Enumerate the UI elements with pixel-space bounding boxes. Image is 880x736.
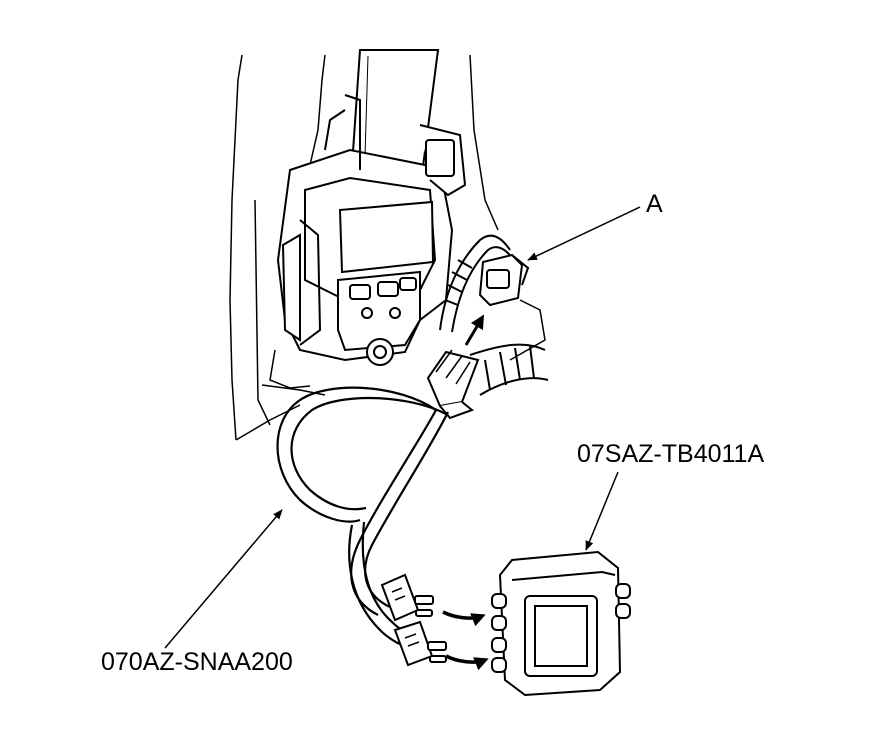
vehicle-corrugated-harness [469, 343, 549, 396]
insertion-arrows [442, 610, 489, 671]
leader-connector-a [527, 206, 641, 261]
leader-dummy-tool [585, 471, 619, 551]
leader-harness-tool [164, 509, 283, 649]
seat-belt-tensioner [276, 94, 467, 366]
banana-plug-lower [393, 620, 447, 667]
pillar-trim [229, 54, 546, 441]
dummy-tool-part-number: 07SAZ-TB4011A [577, 440, 765, 468]
dummy-connector-box-icon [491, 550, 631, 697]
test-harness-icon [276, 386, 449, 650]
connector-a-label: A [646, 190, 663, 218]
vehicle-harness [439, 234, 513, 333]
harness-tool-part-number: 070AZ-SNAA200 [101, 648, 293, 676]
test-harness-connector [426, 349, 480, 420]
leader-lines [164, 206, 641, 649]
connector-icon [478, 253, 530, 307]
banana-plug-upper [380, 573, 434, 622]
mating-arrow [464, 314, 485, 346]
